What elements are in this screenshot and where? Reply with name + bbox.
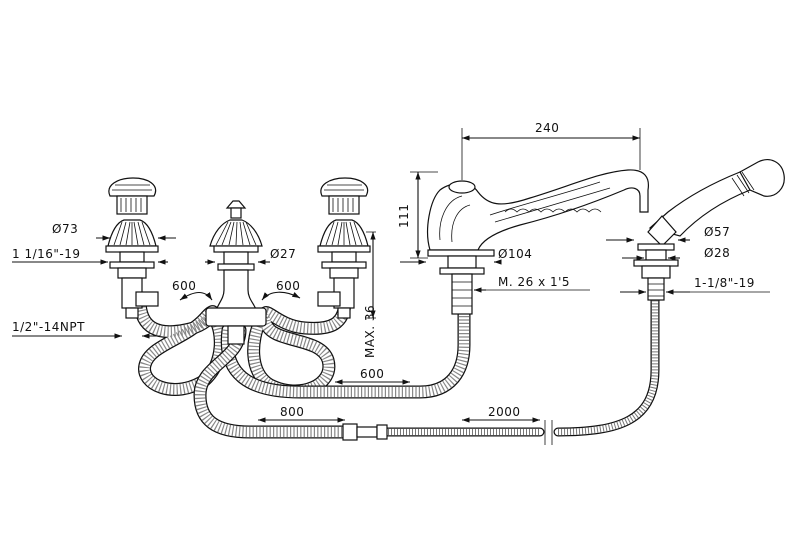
label-handshower-escutcheon: Ø57 [704, 225, 730, 239]
label-handshower-thread: 1-1/8"-19 [694, 276, 755, 290]
label-hose-right: 600 [276, 279, 300, 293]
handshower [633, 159, 785, 301]
label-hose-bottom: 600 [360, 367, 384, 381]
label-hose-800: 800 [280, 405, 304, 419]
label-handshower-holder: Ø28 [704, 246, 730, 260]
label-supply-thread: 1/2"-14NPT [12, 320, 85, 334]
label-hose-left: 600 [172, 279, 196, 293]
right-valve [317, 177, 371, 319]
diverter-valve [205, 200, 267, 345]
label-knob-diameter: Ø73 [52, 222, 78, 236]
flex-hoses [133, 293, 660, 445]
label-240: 240 [535, 121, 559, 135]
left-valve [105, 177, 159, 319]
label-spout-thread: M. 26 x 1'5 [498, 275, 570, 289]
dimension-labels: 240 111 Ø73 1 1/16"-19 Ø27 1/2"-14NPT 60… [12, 121, 755, 419]
label-111: 111 [397, 204, 411, 228]
label-hose-2000: 2000 [488, 405, 521, 419]
label-diverter-diameter: Ø27 [270, 247, 296, 261]
dimension-lines [12, 128, 770, 423]
label-valve-thread: 1 1/16"-19 [12, 247, 81, 261]
label-max-deck: MAX. 36 [363, 305, 377, 358]
ornate-spout [427, 169, 650, 315]
label-spout-base: Ø104 [498, 247, 532, 261]
